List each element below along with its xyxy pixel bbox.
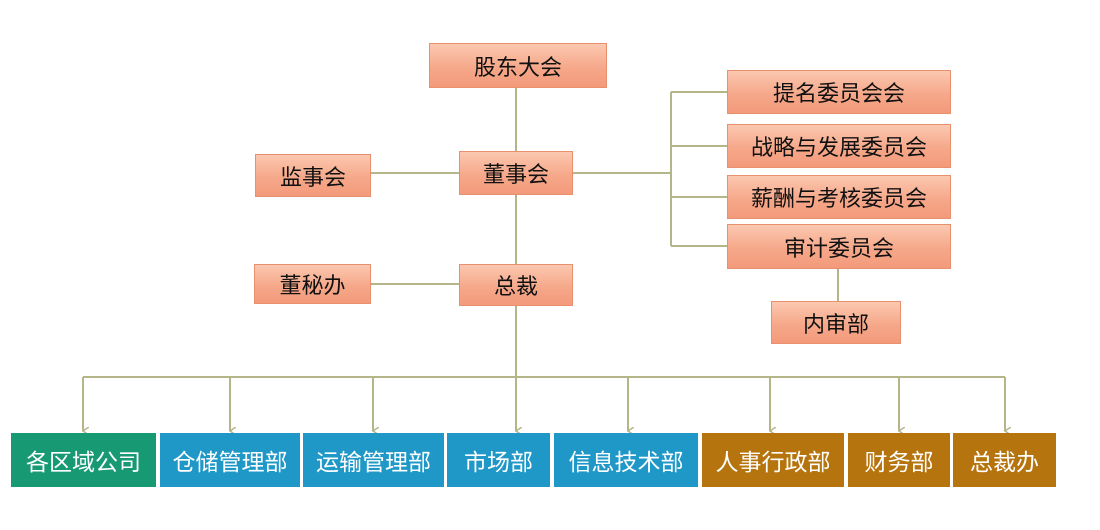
node-audit: 审计委员会 (727, 224, 951, 269)
department-warehouse: 仓储管理部 (160, 433, 300, 487)
department-president-office: 总裁办 (953, 433, 1056, 487)
node-nomination: 提名委员会会 (727, 70, 951, 114)
department-hr-admin: 人事行政部 (702, 433, 844, 487)
department-finance: 财务部 (848, 433, 950, 487)
department-it: 信息技术部 (554, 433, 698, 487)
department-regional-companies: 各区域公司 (11, 433, 156, 487)
node-president: 总裁 (459, 264, 573, 306)
node-board: 董事会 (459, 151, 573, 195)
node-compensation: 薪酬与考核委员会 (727, 175, 951, 219)
department-marketing: 市场部 (447, 433, 550, 487)
node-strategy: 战略与发展委员会 (727, 124, 951, 168)
department-transport: 运输管理部 (303, 433, 444, 487)
node-internal-audit: 内审部 (771, 301, 901, 344)
node-supervisory: 监事会 (255, 154, 371, 197)
node-secretary-office: 董秘办 (254, 264, 371, 304)
node-shareholders: 股东大会 (429, 43, 607, 88)
